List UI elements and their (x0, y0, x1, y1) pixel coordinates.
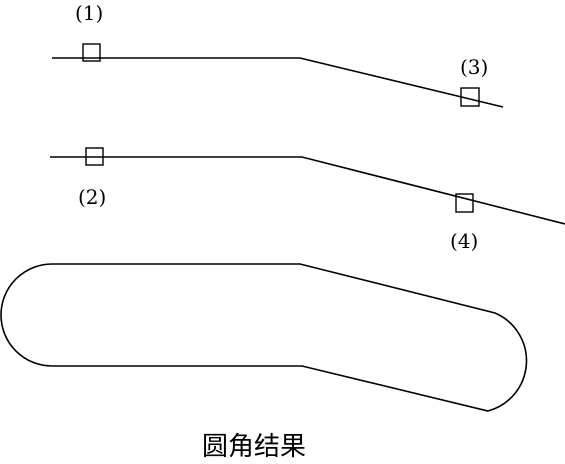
pick-marker-1 (82, 43, 101, 62)
pick-marker-2 (85, 147, 104, 166)
pick-marker-4 (455, 193, 474, 213)
upper-polyline (52, 57, 504, 108)
pick-marker-3 (460, 87, 480, 107)
fillet-result-shape (0, 263, 528, 412)
label-1: (1) (75, 1, 103, 25)
label-2: (2) (78, 185, 106, 209)
label-4: (4) (450, 229, 478, 253)
lower-polyline (50, 156, 565, 225)
label-3: (3) (460, 55, 488, 79)
caption: 圆角结果 (202, 432, 306, 462)
